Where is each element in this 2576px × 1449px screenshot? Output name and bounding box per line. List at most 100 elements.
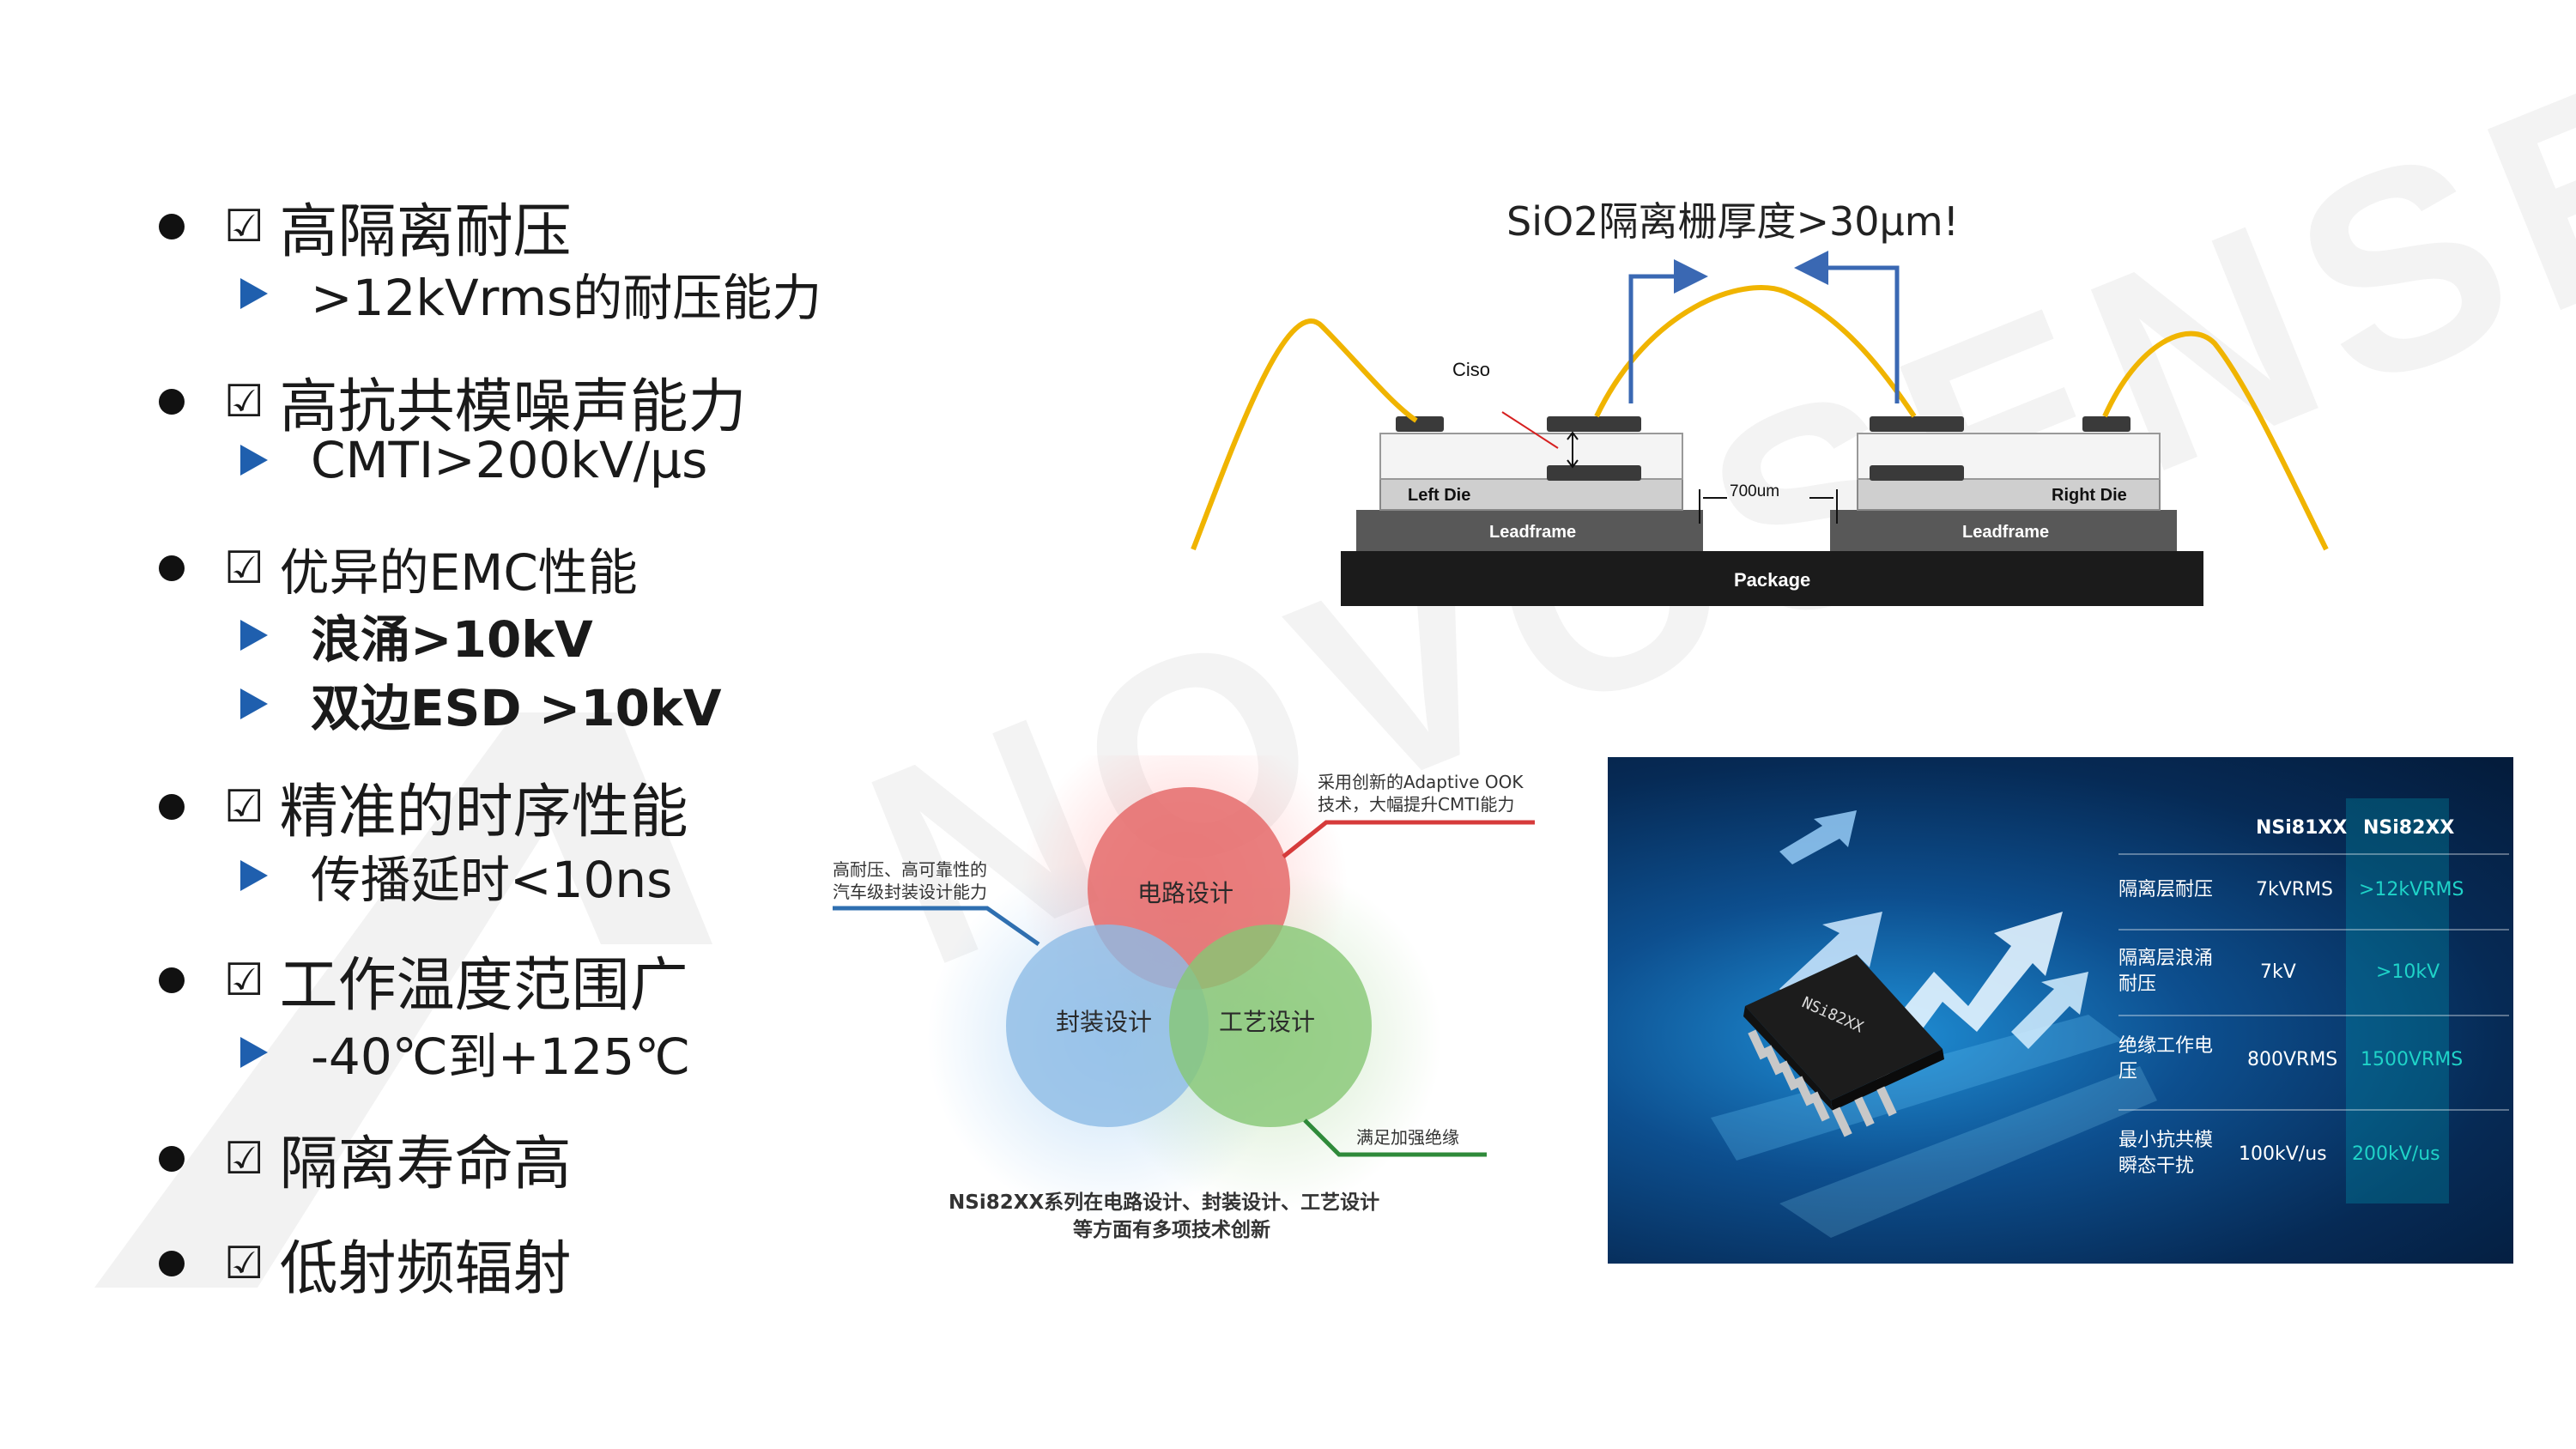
signal-arrow <box>1794 251 1900 403</box>
checkbox-icon: ☑ <box>224 375 264 427</box>
package-label: Package <box>1734 569 1810 591</box>
triangle-bullet-icon <box>240 445 268 476</box>
bullet-dot <box>159 555 185 581</box>
left-die <box>1379 478 1683 511</box>
cell-nsi81xx: 100kV/us <box>2239 1143 2327 1165</box>
bond-pad <box>1547 416 1641 432</box>
venn-label-package: 封装设计 <box>1056 1008 1152 1036</box>
venn-caption: 等方面有多项技术创新 <box>1073 1218 1270 1241</box>
isolation-cross-section-diagram: Package Leadframe Leadframe Left Die Rig… <box>1191 251 2329 606</box>
bond-pad <box>2082 416 2131 432</box>
cell-nsi81xx: 7kV <box>2260 961 2296 983</box>
cell-nsi81xx: 7kVRMS <box>2256 879 2334 900</box>
row-label: 最小抗共模 <box>2118 1130 2214 1151</box>
venn-label-process: 工艺设计 <box>1219 1008 1315 1036</box>
chip-illustration: NSi82XX <box>1711 810 2157 1238</box>
venn-caption: NSi82XX系列在电路设计、封装设计、工艺设计 <box>949 1191 1379 1214</box>
bond-pad <box>1870 416 1964 432</box>
right-die-label: Right Die <box>2052 486 2127 505</box>
triangle-bullet-icon <box>240 688 268 719</box>
cell-nsi82xx: >12kVRMS <box>2359 879 2464 900</box>
design-innovation-venn: 电路设计 封装设计 工艺设计 高耐压、高可靠性的 汽车级封装设计能力 采用创新的… <box>833 755 1535 1241</box>
venn-note-right: 技术，大幅提升CMTI能力 <box>1318 794 1514 815</box>
bullet-dot <box>159 1250 185 1276</box>
gap-label: 700um <box>1730 482 1779 500</box>
venn-note-bottom: 满足加强绝缘 <box>1356 1127 1459 1148</box>
cell-nsi82xx: 200kV/us <box>2352 1143 2440 1165</box>
checkbox-icon: ☑ <box>224 954 264 1006</box>
bullet-dot <box>159 388 185 415</box>
venn-note-right: 采用创新的Adaptive OOK <box>1318 772 1524 792</box>
bullet-dot <box>159 1145 185 1172</box>
bullet-label: 低射频辐射 <box>279 1235 572 1303</box>
growth-arrow <box>1779 810 1857 864</box>
checkbox-icon: ☑ <box>224 1237 264 1289</box>
sub-bullet-item: 传播延时<10ns <box>240 840 672 912</box>
bullet-dot <box>159 793 185 820</box>
checkbox-icon: ☑ <box>224 543 264 594</box>
row-label: 瞬态干扰 <box>2118 1155 2195 1177</box>
bullet-item: ☑ 高隔离耐压 <box>159 184 572 269</box>
bond-wire <box>2102 330 2329 551</box>
triangle-bullet-icon <box>240 278 268 309</box>
bullet-label: 精准的时序性能 <box>279 779 688 846</box>
comparison-panel: NSi82XX NSi81XX NSi82XX 隔离层耐压 7kVRMS >12… <box>1608 757 2513 1264</box>
sub-bullet-item: 双边ESD >10kV <box>240 668 722 740</box>
table-row: 隔离层浪涌 耐压 7kV >10kV <box>2118 929 2509 1016</box>
row-label: 隔离层耐压 <box>2118 879 2214 900</box>
bond-pad <box>1547 465 1641 481</box>
ciso-pointer <box>1501 411 1559 449</box>
triangle-bullet-icon <box>240 860 268 891</box>
venn-circle-package <box>1006 925 1209 1127</box>
bullet-item: ☑ 优异的EMC性能 <box>159 532 638 604</box>
sub-bullet-item: -40℃到+125℃ <box>240 1016 690 1088</box>
bullet-label: 优异的EMC性能 <box>279 543 638 602</box>
right-die <box>1857 478 2161 511</box>
bond-wire <box>1594 285 1917 418</box>
chip-package <box>1743 955 1944 1111</box>
cell-nsi82xx: 1500VRMS <box>2361 1049 2464 1070</box>
checkbox-icon: ☑ <box>224 780 264 833</box>
sub-bullet-item: CMTI>200kV/μs <box>240 431 707 489</box>
ciso-label: Ciso <box>1452 359 1490 380</box>
bullet-item: ☑ 高抗共模噪声能力 <box>159 359 747 444</box>
growth-arrow <box>2011 972 2088 1049</box>
row-label: 绝缘工作电 <box>2118 1035 2214 1057</box>
venn-note-left: 高耐压、高可靠性的 <box>833 859 987 880</box>
bullet-item: ☑ 精准的时序性能 <box>159 764 688 849</box>
highlight-column <box>2346 798 2449 1203</box>
signal-arrow <box>1628 259 1708 403</box>
triangle-bullet-icon <box>240 1037 268 1068</box>
bond-pad <box>1870 465 1964 481</box>
bond-pad <box>1396 416 1444 432</box>
table-row: 绝缘工作电 压 800VRMS 1500VRMS <box>2118 1015 2509 1111</box>
table-row: 隔离层耐压 7kVRMS >12kVRMS <box>2118 853 2509 931</box>
triangle-bullet-icon <box>240 620 268 651</box>
bullet-label: 工作温度范围广 <box>279 952 688 1020</box>
isolation-thickness-title: SiO2隔离栅厚度>30μm! <box>1506 198 1960 245</box>
sub-bullet-label: >12kVrms的耐压能力 <box>311 269 822 327</box>
bullet-item: ☑ 工作温度范围广 <box>159 937 688 1022</box>
left-die-label: Left Die <box>1408 486 1470 505</box>
column-header: NSi81XX <box>2256 817 2348 839</box>
cell-nsi81xx: 800VRMS <box>2247 1049 2338 1070</box>
row-label: 耐压 <box>2118 973 2157 995</box>
bullet-label: 高隔离耐压 <box>279 198 572 266</box>
venn-label-circuit: 电路设计 <box>1137 879 1233 907</box>
sub-bullet-item: 浪涌>10kV <box>240 599 593 671</box>
sub-bullet-label: -40℃到+125℃ <box>311 1028 691 1086</box>
checkbox-icon: ☑ <box>224 1132 264 1185</box>
leadframe-right <box>1830 510 2177 551</box>
row-label: 压 <box>2118 1061 2138 1082</box>
cell-nsi82xx: >10kV <box>2376 961 2440 983</box>
checkbox-icon: ☑ <box>224 200 264 252</box>
bullet-label: 隔离寿命高 <box>279 1131 572 1198</box>
chip-pins <box>1748 1029 1897 1137</box>
bullet-item: ☑ 低射频辐射 <box>159 1221 572 1306</box>
sub-bullet-item: >12kVrms的耐压能力 <box>240 258 821 330</box>
bullet-item: ☑ 隔离寿命高 <box>159 1116 572 1201</box>
row-label: 隔离层浪涌 <box>2118 948 2214 969</box>
leadframe-left-label: Leadframe <box>1489 523 1576 542</box>
sub-bullet-label: 传播延时<10ns <box>311 851 673 909</box>
bullet-dot <box>159 967 185 993</box>
